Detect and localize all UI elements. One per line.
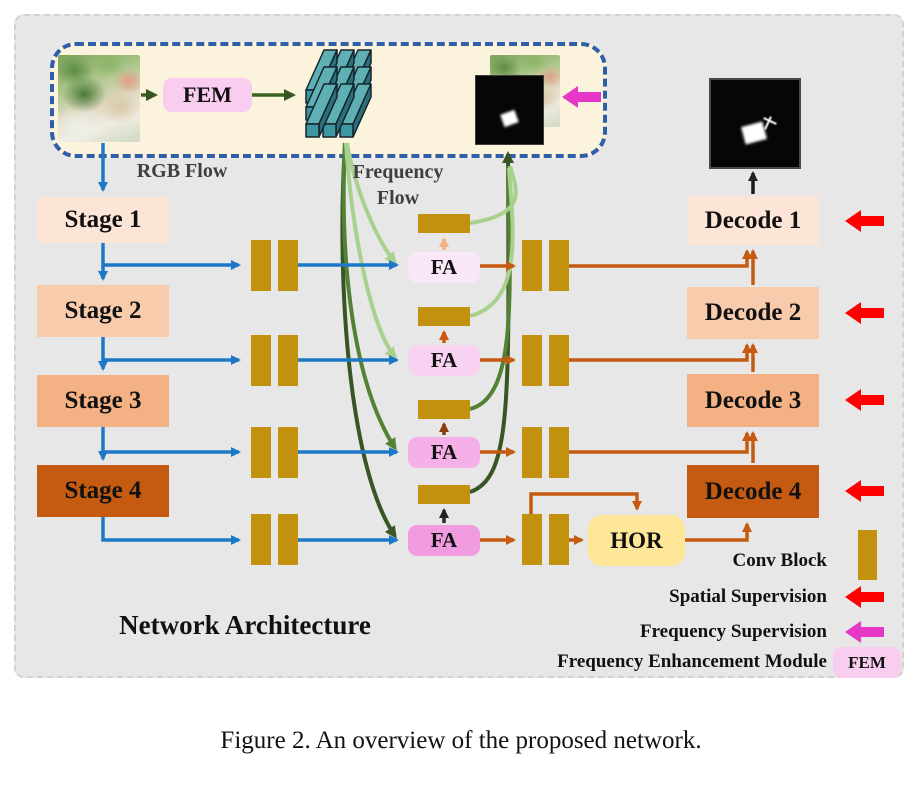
hor-module: HOR [588,515,685,566]
conv-block [251,335,271,386]
input-rgb-image [58,55,140,142]
frequency-feature-bar [418,214,470,233]
mask-blob [741,121,767,145]
conv-block [549,240,569,291]
conv-block [522,427,542,478]
rgb-flow-label: RGB Flow [136,160,228,182]
frequency-feature-bar [418,400,470,419]
fa-module-1: FA [408,252,480,283]
mask-blob [500,109,519,128]
decode-4-box: Decode 4 [687,465,819,518]
decode-1-box: Decode 1 [687,196,819,245]
figure-caption: Figure 2. An overview of the proposed ne… [220,727,702,754]
conv-block [251,240,271,291]
conv-block [278,427,298,478]
legend-conv-block-label: Conv Block [732,550,828,571]
conv-block [549,427,569,478]
conv-block [549,514,569,565]
diagram-title: Network Architecture [119,610,371,640]
fem-module: FEM [163,78,252,112]
stage-2-box: Stage 2 [37,285,169,337]
frequency-mask-image [475,75,544,145]
fa-module-2: FA [408,345,480,376]
legend-conv-block-icon [858,530,877,580]
conv-block [278,335,298,386]
frequency-flow-label-line1: Frequency [352,161,444,183]
frequency-feature-bar [418,485,470,504]
frequency-feature-bar [418,307,470,326]
legend-spatial-supervision-label: Spatial Supervision [669,586,827,607]
conv-block [251,514,271,565]
fa-module-3: FA [408,437,480,468]
conv-block [278,514,298,565]
conv-block [251,427,271,478]
conv-block [522,514,542,565]
legend-fem-icon: FEM [833,647,901,678]
decode-2-box: Decode 2 [687,287,819,339]
stage-3-box: Stage 3 [37,375,169,427]
frequency-flow-label-line2: Flow [376,187,420,209]
legend-frequency-supervision-label: Frequency Supervision [639,621,827,642]
conv-block [522,335,542,386]
stage-4-box: Stage 4 [37,465,169,517]
prediction-mask-image [709,78,801,169]
decode-3-box: Decode 3 [687,374,819,427]
fa-module-4: FA [408,525,480,556]
legend-fem-label: Frequency Enhancement Module [557,651,827,672]
conv-block [522,240,542,291]
conv-block [549,335,569,386]
conv-block [278,240,298,291]
stage-1-box: Stage 1 [37,197,169,243]
